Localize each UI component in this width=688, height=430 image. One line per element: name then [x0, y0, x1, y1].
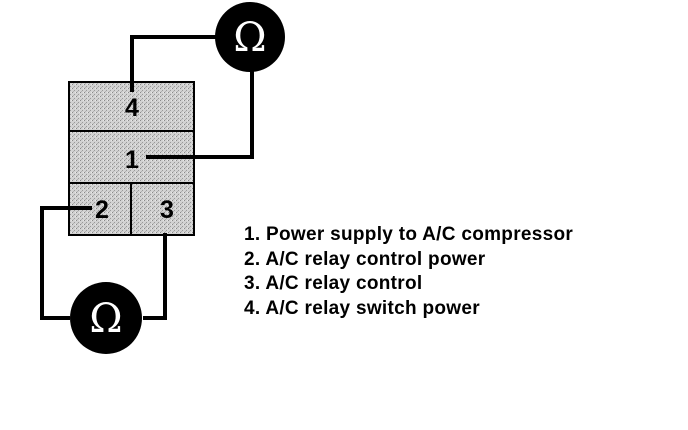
legend-item-1: 1. Power supply to A/C compressor	[244, 224, 574, 245]
pin-label-2: 2	[95, 196, 109, 224]
legend-item-3: 3. A/C relay control	[244, 273, 423, 294]
ohmmeter-top-body	[215, 2, 285, 72]
probe-wire-pin-4	[130, 35, 216, 92]
pin-label-1: 1	[125, 146, 139, 174]
ohmmeter-bottom: Ω	[70, 282, 142, 354]
probe-wire-pin-2	[40, 206, 92, 320]
pin-label-4: 4	[125, 94, 139, 122]
probe-wire-pin-1	[146, 70, 254, 159]
ohm-icon: Ω	[89, 296, 122, 342]
probe-wire-pin-3	[143, 233, 167, 320]
ohm-icon: Ω	[233, 15, 266, 61]
pin-legend: 1. Power supply to A/C compressor 2. A/C…	[244, 223, 573, 321]
ohmmeter-top: Ω	[215, 2, 285, 72]
legend-item-2: 2. A/C relay control power	[244, 248, 486, 270]
connector-cavity-3	[130, 182, 195, 236]
pin-label-3: 3	[160, 196, 174, 224]
legend-item-4: 4. A/C relay switch power	[244, 297, 480, 319]
ohmmeter-bottom-body	[70, 282, 142, 354]
